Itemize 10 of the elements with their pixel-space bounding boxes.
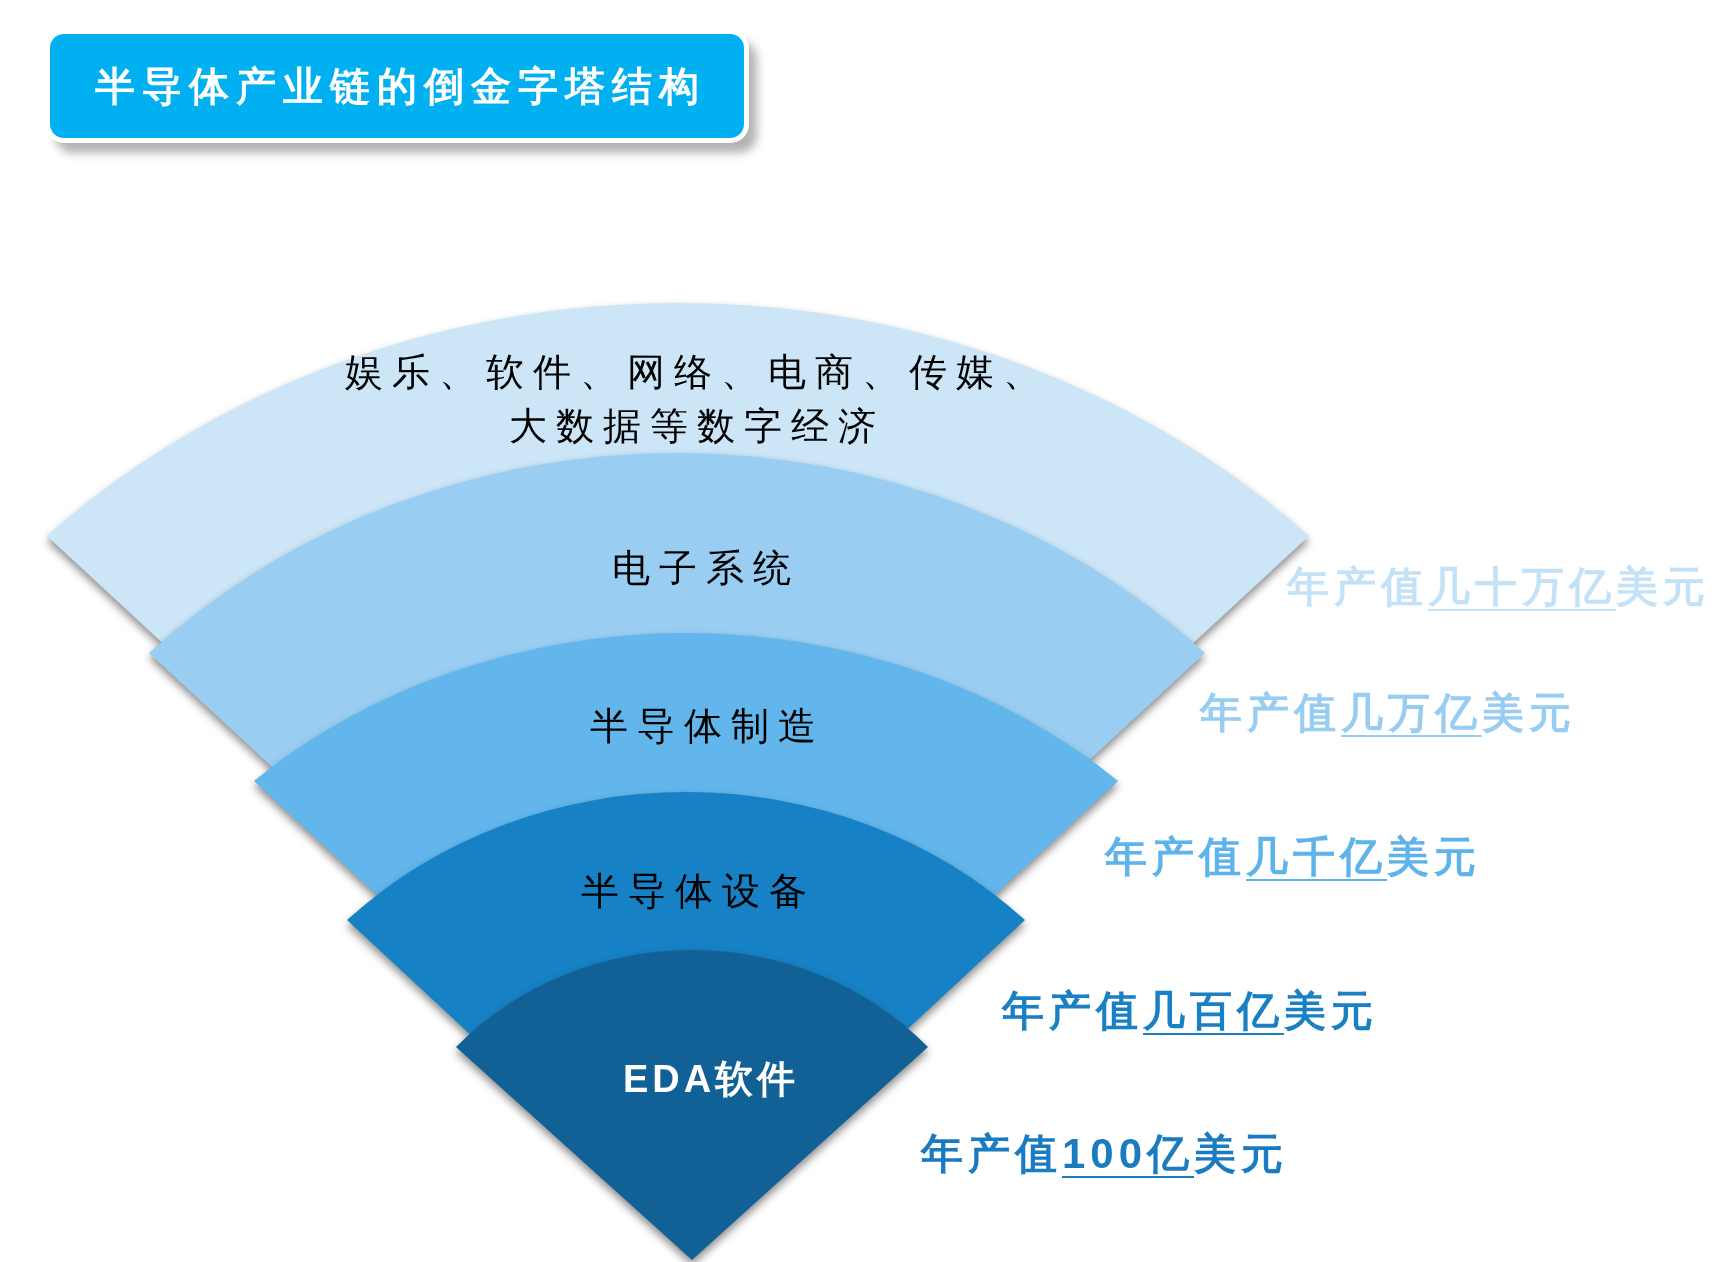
layer-label: 电子系统 [612, 545, 800, 592]
value-label: 年产值100亿美元 [921, 1129, 1289, 1179]
value-label: 年产值几百亿美元 [1002, 986, 1378, 1036]
layer-label: 半导体设备 [580, 868, 816, 915]
layer-label: 半导体制造 [589, 703, 825, 750]
layer-label: EDA软件 [622, 1057, 800, 1102]
layer-label: 娱乐、软件、网络、电商、传媒、大数据等数字经济 [343, 349, 1051, 450]
value-label: 年产值几万亿美元 [1200, 688, 1576, 738]
value-label: 年产值几十万亿美元 [1287, 562, 1710, 612]
value-label: 年产值几千亿美元 [1105, 832, 1481, 882]
